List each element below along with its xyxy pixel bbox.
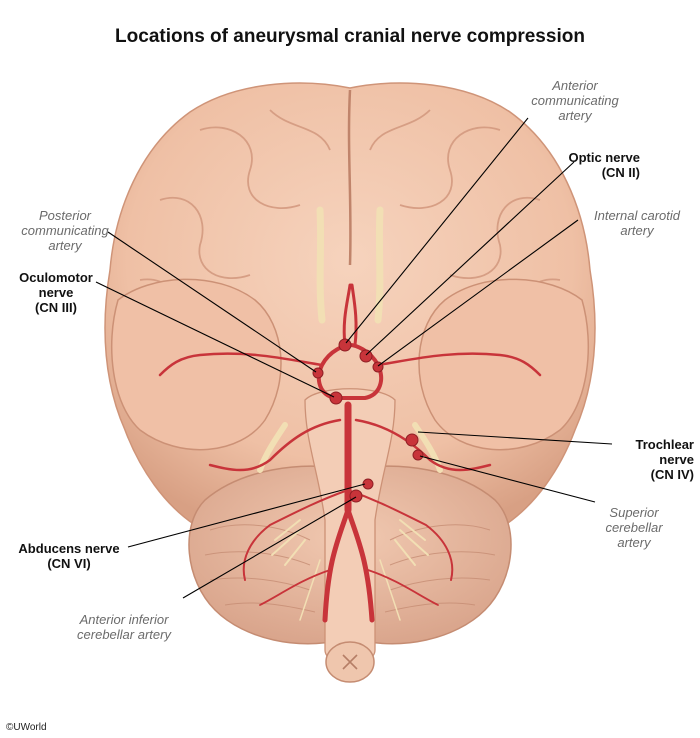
label-optic-nerve: Optic nerve (CN II) <box>568 150 640 180</box>
aneurysm-sca <box>405 433 419 447</box>
copyright-credit: ©UWorld <box>6 722 47 733</box>
right-temporal-lobe <box>418 278 590 451</box>
label-oculomotor-nerve: Oculomotor nerve (CN III) <box>19 270 93 315</box>
aneurysms <box>312 338 424 503</box>
arteries <box>158 283 542 623</box>
aneurysm-aica <box>349 489 363 503</box>
label-anterior-inferior-cerebellar-artery: Anterior inferior cerebellar artery <box>77 612 171 642</box>
label-anterior-communicating-artery: Anterior communicating artery <box>531 78 619 123</box>
spinal-cord-grey-matter <box>342 654 358 670</box>
label-superior-cerebellar-artery: Superior cerebellar artery <box>605 505 663 550</box>
leader-lines <box>95 117 613 599</box>
aneurysm-cn3 <box>329 391 343 405</box>
label-internal-carotid-artery: Internal carotid artery <box>594 208 680 238</box>
cranial-nerves <box>257 206 443 621</box>
aneurysm-acom <box>338 338 352 352</box>
aneurysm-cn4 <box>412 449 424 461</box>
left-temporal-lobe <box>110 278 282 451</box>
label-abducens-nerve: Abducens nerve (CN VI) <box>18 541 120 571</box>
label-trochlear-nerve: Trochlear nerve (CN IV) <box>635 437 694 482</box>
aneurysm-pcom <box>312 367 324 379</box>
figure-title: Locations of aneurysmal cranial nerve co… <box>115 26 585 47</box>
longitudinal-fissure <box>347 89 352 266</box>
aneurysm-optic <box>359 349 373 363</box>
label-posterior-communicating-artery: Posterior communicating artery <box>21 208 109 253</box>
